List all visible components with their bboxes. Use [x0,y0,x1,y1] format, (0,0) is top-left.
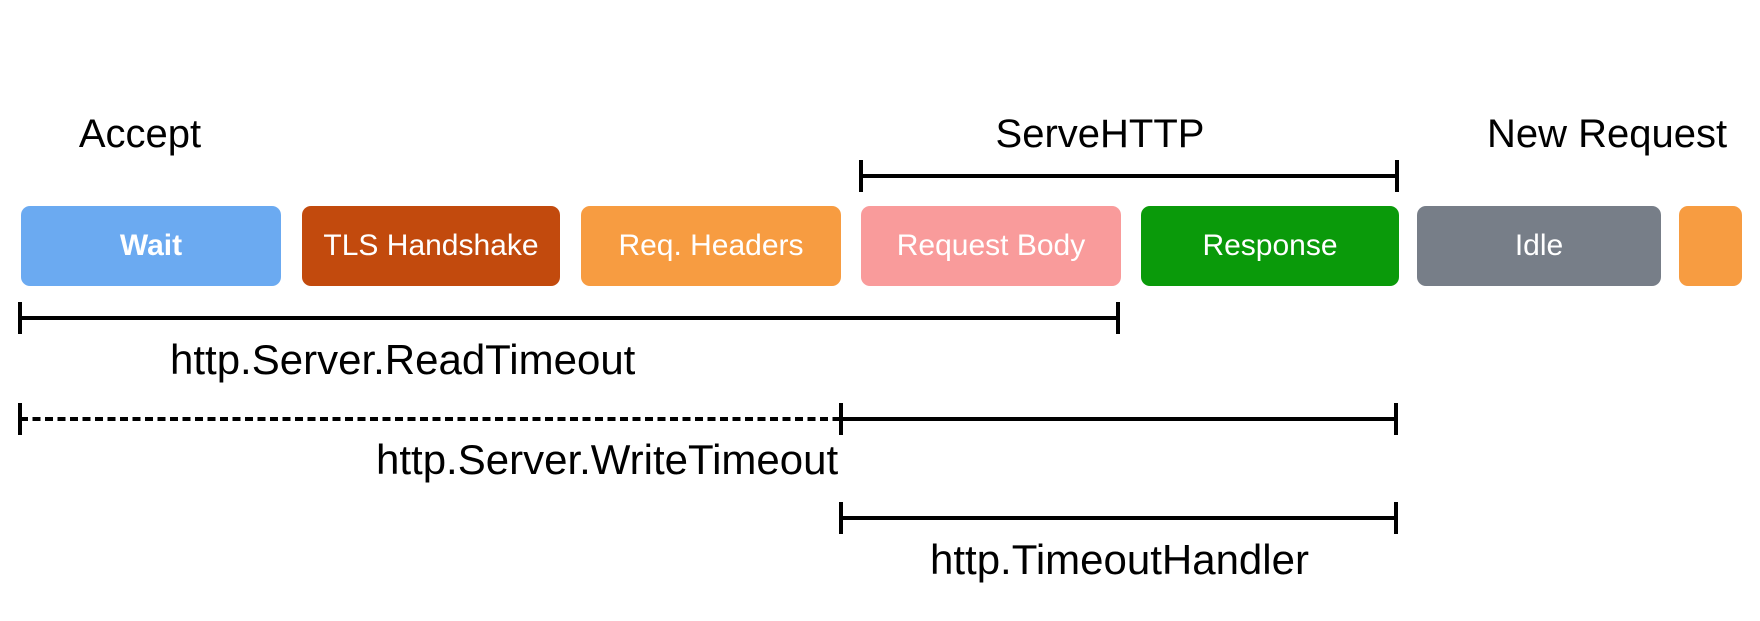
servehttp-label: ServeHTTP [995,112,1205,156]
phase-box-wait: Wait [21,206,281,286]
servehttp-bracket-tick-right [1395,160,1399,192]
new-request-label: New Request [1486,112,1728,156]
read-timeout-tick-right [1116,302,1120,334]
phase-box-req-headers: Req. Headers [581,206,841,286]
phase-label-tls-handshake: TLS Handshake [323,229,539,262]
timeout-handler-line [841,516,1398,520]
phase-box-request-body: Request Body [861,206,1121,286]
phase-label-request-body: Request Body [896,229,1086,262]
write-timeout-tick-right [1394,403,1398,435]
timeout-handler-label: http.TimeoutHandler [930,536,1309,583]
phase-box-idle: Idle [1417,206,1661,286]
write-timeout-solid-line [841,417,1398,421]
read-timeout-tick-left [18,302,22,334]
accept-label: Accept [78,112,202,156]
read-timeout-label: http.Server.ReadTimeout [170,336,636,383]
phase-label-idle: Idle [1514,229,1564,262]
read-timeout-line [20,316,1120,320]
phase-box-response: Response [1141,206,1399,286]
phase-box-tls-handshake: TLS Handshake [302,206,560,286]
write-timeout-dashed-line [20,417,841,421]
servehttp-bracket-tick-left [859,160,863,192]
phase-label-wait: Wait [119,229,183,262]
phase-label-req-headers: Req. Headers [618,229,804,262]
write-timeout-label: http.Server.WriteTimeout [376,436,839,483]
write-timeout-tick-middle [839,403,843,435]
phase-box-new-request-sliver [1679,206,1742,286]
phase-label-response: Response [1202,229,1338,262]
timeout-handler-tick-left [839,502,843,534]
write-timeout-tick-left [18,403,22,435]
servehttp-bracket-line [859,174,1399,178]
timeout-handler-tick-right [1394,502,1398,534]
